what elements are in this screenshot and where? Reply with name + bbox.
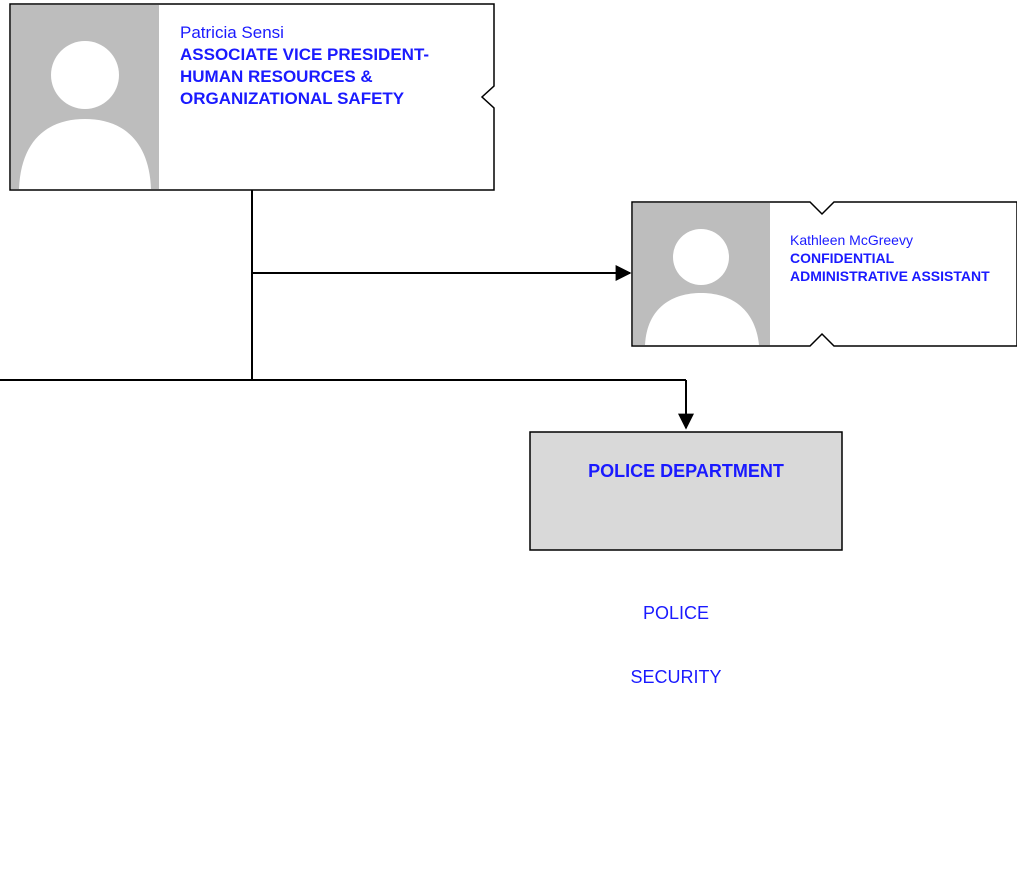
person-silhouette-icon [633,203,770,345]
primary-card-text: Patricia Sensi ASSOCIATE VICE PRESIDENT-… [180,22,490,110]
primary-title: ASSOCIATE VICE PRESIDENT-HUMAN RESOURCES… [180,45,430,109]
unit-police-label: POLICE [642,603,710,623]
assistant-avatar [633,203,770,345]
unit-security-label: SECURITY [630,667,722,687]
assistant-name: Kathleen McGreevy [790,232,913,248]
primary-name: Patricia Sensi [180,23,284,42]
primary-avatar [11,5,159,189]
department-box[interactable] [529,431,843,551]
assistant-title: CONFIDENTIAL ADMINISTRATIVE ASSISTANT [790,250,990,285]
assistant-card-text: Kathleen McGreevy CONFIDENTIAL ADMINISTR… [790,231,1010,286]
person-silhouette-icon [11,5,159,189]
department-label: POLICE DEPARTMENT [588,461,784,481]
